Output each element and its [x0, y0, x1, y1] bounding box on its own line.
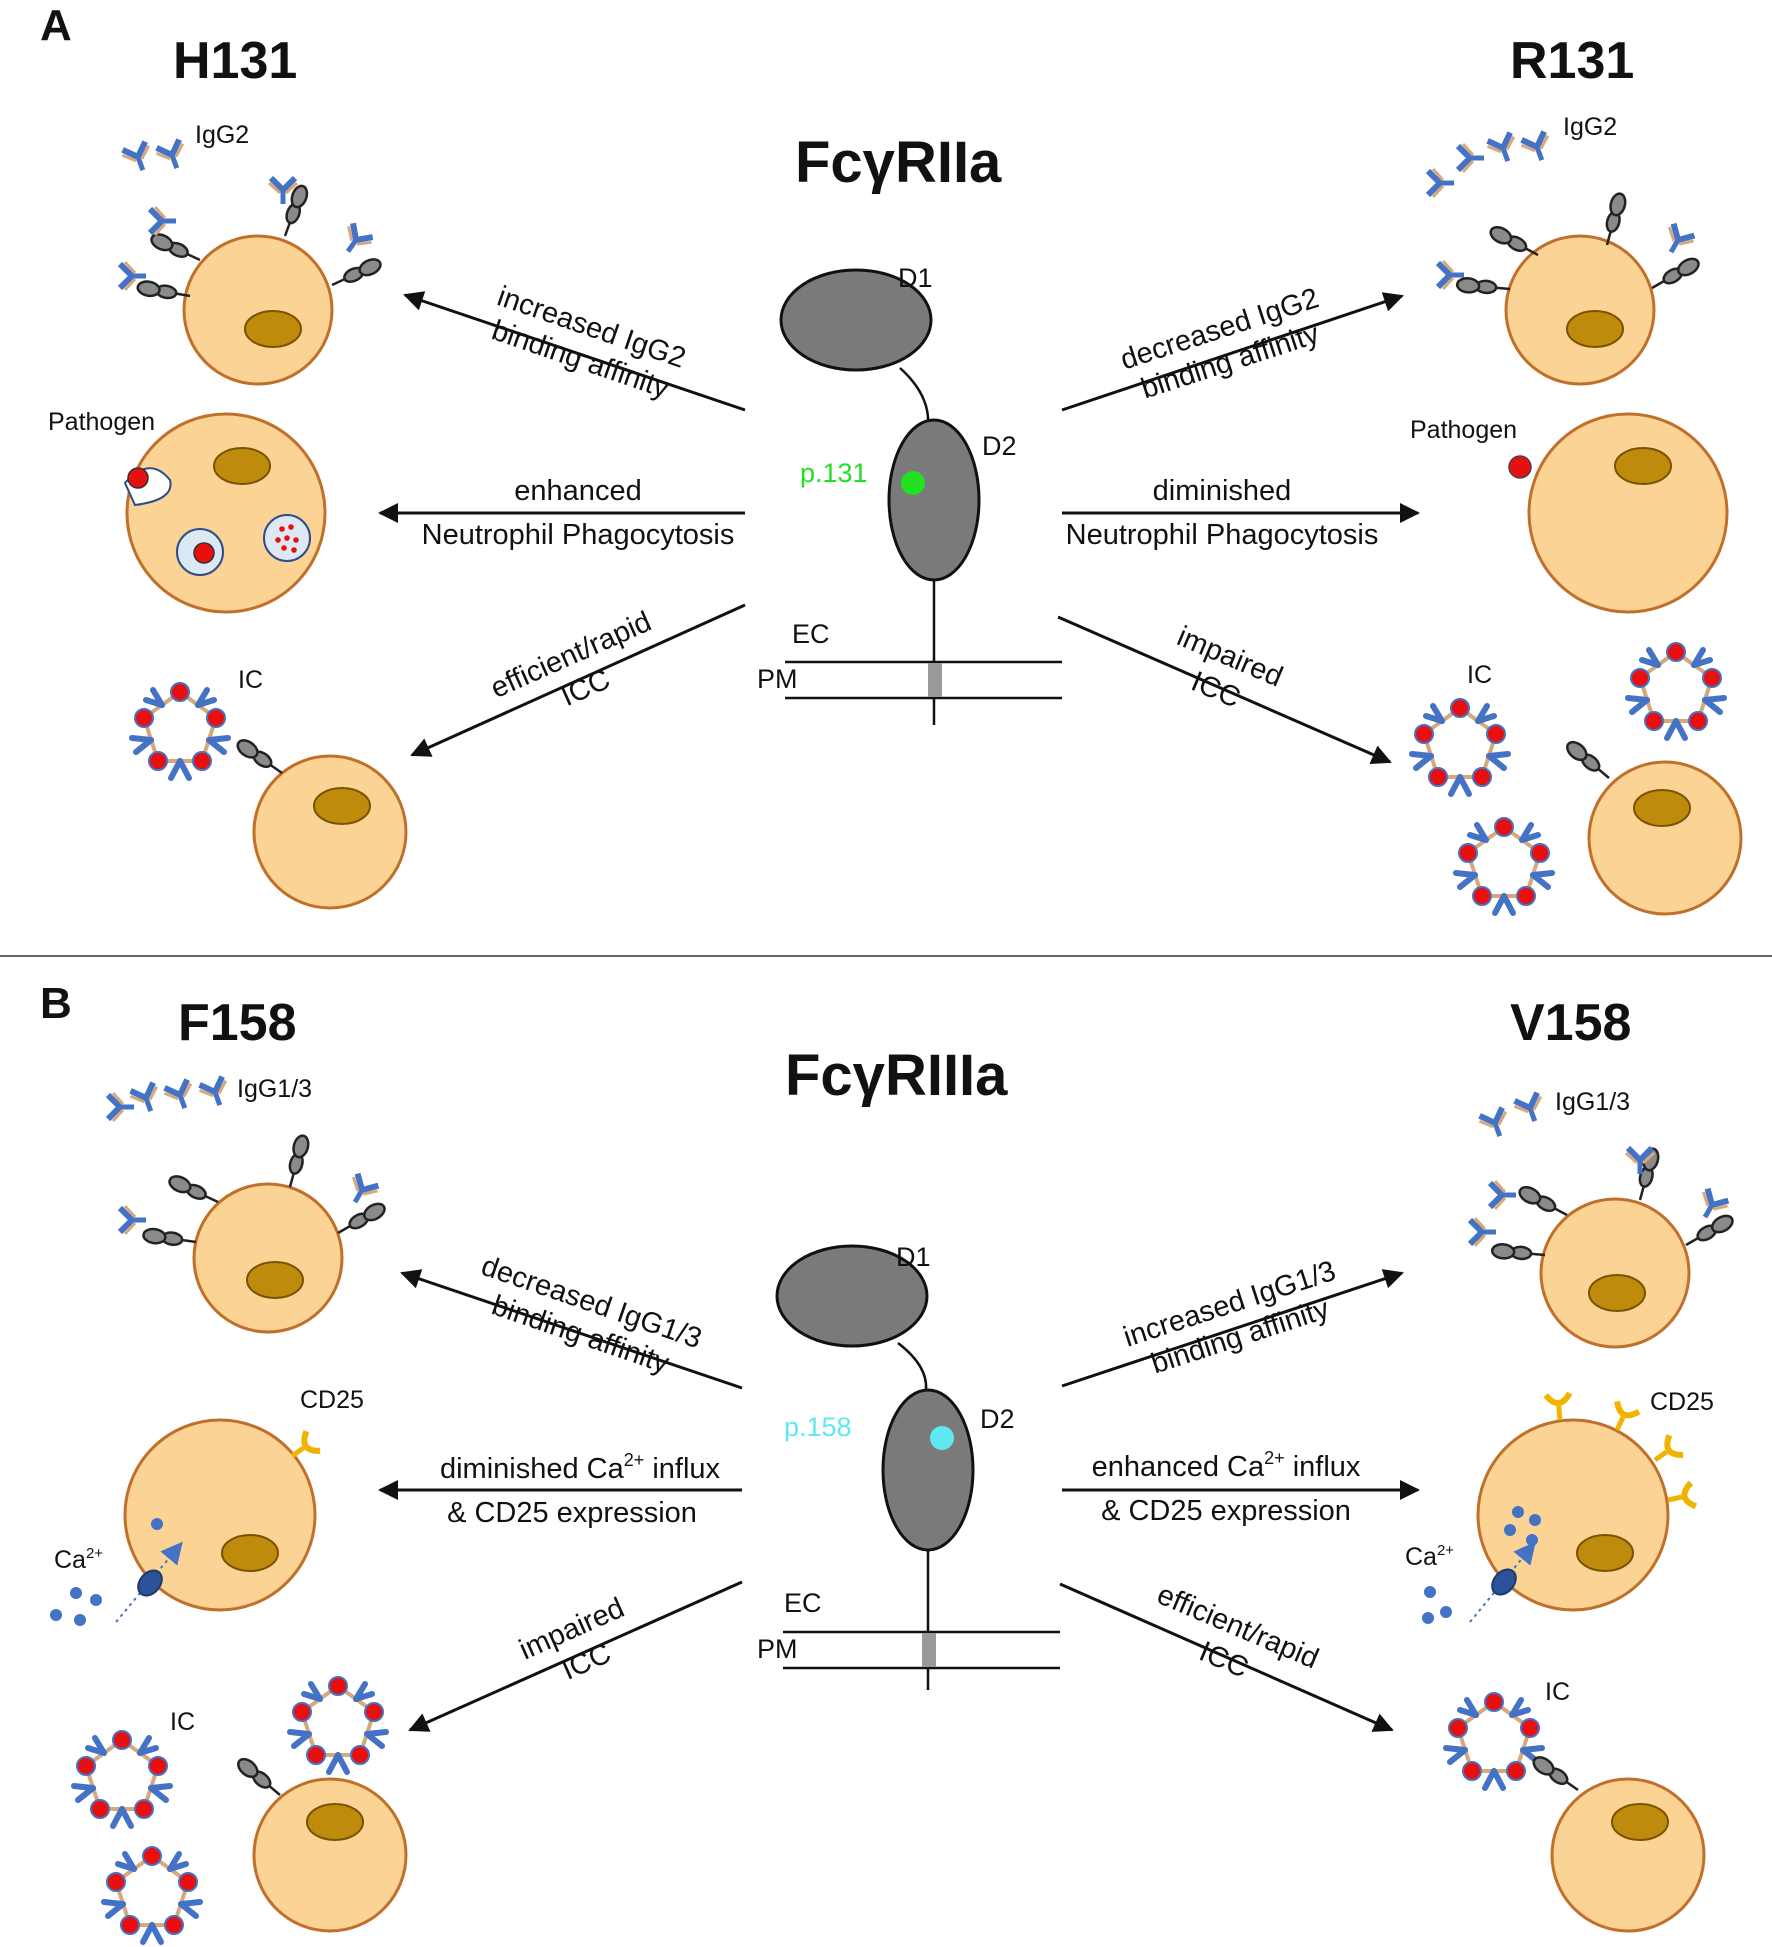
- d1-domain-b: [775, 1244, 929, 1348]
- svg-text:IC: IC: [1467, 661, 1492, 689]
- d1-domain: [779, 268, 933, 372]
- label-b-right-2b: & CD25 expression: [1101, 1495, 1351, 1527]
- v158-cd25-cell: CD25 Ca2+: [1405, 1388, 1714, 1624]
- d1-label-b: D1: [896, 1242, 931, 1272]
- d1-label: D1: [898, 263, 933, 293]
- arrow-b-right-1: [1061, 1269, 1404, 1388]
- label-a-right-1: decreased IgG2 binding affinity: [1117, 282, 1324, 405]
- ec-label-b: EC: [784, 1588, 822, 1618]
- panel-a-letter: A: [40, 1, 72, 50]
- p158-site: [930, 1426, 954, 1450]
- h131-igg2-cell: IgG2: [120, 121, 385, 386]
- label-a-right-2a: diminished: [1153, 475, 1292, 507]
- panel-b: B F158 V158 FcγRIIIa D1 D2 p.158 EC PM d…: [40, 979, 1737, 1942]
- p131-label: p.131: [800, 458, 868, 488]
- svg-text:Ca2+: Ca2+: [1405, 1542, 1454, 1571]
- v158-ic-cell: IC: [1446, 1678, 1706, 1933]
- label-a-right-3: impaired ICC: [1172, 621, 1287, 715]
- svg-text:Pathogen: Pathogen: [1410, 416, 1517, 444]
- svg-text:IgG1/3: IgG1/3: [237, 1075, 312, 1103]
- label-b-left-2a: diminished Ca2+ influx: [440, 1450, 721, 1485]
- v158-igg-cell: IgG1/3: [1470, 1088, 1737, 1349]
- label-b-right-1: increased IgG1/3 binding affinity: [1120, 1255, 1340, 1380]
- label-b-left-1: decreased IgG1/3 binding affinity: [477, 1250, 705, 1380]
- label-a-left-3: efficient/rapid ICC: [486, 606, 656, 713]
- fcgriia-title: FcγRIIa: [795, 130, 1002, 195]
- d2-domain-b: [881, 1388, 975, 1552]
- pm-label: PM: [757, 664, 798, 694]
- p131-site: [901, 471, 925, 495]
- svg-text:IC: IC: [1545, 1678, 1570, 1706]
- p158-label: p.158: [784, 1412, 852, 1442]
- svg-text:IgG2: IgG2: [195, 121, 249, 149]
- h131-ic-cell: IC: [132, 666, 408, 910]
- d2-label-b: D2: [980, 1404, 1015, 1434]
- label-b-left-2b: & CD25 expression: [447, 1497, 697, 1529]
- d2-domain: [887, 418, 981, 582]
- svg-text:IC: IC: [238, 666, 263, 694]
- h131-phagocyte: Pathogen: [48, 408, 327, 614]
- panel-a: A H131 R131 FcγRIIa D1 D2 p.131 EC PM in…: [40, 1, 1743, 914]
- arrow-b-right-3: [1059, 1582, 1394, 1732]
- h131-label: H131: [173, 32, 297, 90]
- label-b-right-2a: enhanced Ca2+ influx: [1092, 1448, 1361, 1483]
- ec-label: EC: [792, 619, 830, 649]
- svg-text:Pathogen: Pathogen: [48, 408, 155, 436]
- r131-igg2-cell: IgG2: [1428, 113, 1703, 386]
- arrow-a-left-3: [410, 603, 746, 757]
- r131-ic-cell: IC: [1412, 643, 1743, 914]
- r131-phagocyte: Pathogen: [1410, 412, 1729, 614]
- pm-label-b: PM: [757, 1634, 798, 1664]
- label-a-left-2b: Neutrophil Phagocytosis: [422, 519, 735, 551]
- label-b-left-3: impaired ICC: [515, 1592, 630, 1687]
- v158-label: V158: [1510, 994, 1631, 1052]
- f158-label: F158: [178, 994, 297, 1052]
- arrow-a-right-1: [1061, 292, 1404, 412]
- svg-text:Ca2+: Ca2+: [54, 1545, 103, 1574]
- panel-b-letter: B: [40, 979, 72, 1028]
- f158-igg-cell: IgG1/3: [108, 1075, 389, 1334]
- arrow-a-left-1: [403, 291, 746, 412]
- svg-text:IC: IC: [170, 1708, 195, 1736]
- label-a-left-2a: enhanced: [514, 475, 641, 507]
- fcgriiia-title: FcγRIIIa: [785, 1043, 1008, 1108]
- svg-text:CD25: CD25: [300, 1386, 364, 1414]
- fcgriia-receptor: [779, 268, 1062, 725]
- label-a-right-2b: Neutrophil Phagocytosis: [1066, 519, 1379, 551]
- svg-text:CD25: CD25: [1650, 1388, 1714, 1416]
- fcgriiia-receptor: [775, 1244, 1060, 1690]
- f158-cd25-cell: CD25 Ca2+: [50, 1386, 364, 1626]
- label-a-left-1: increased IgG2 binding affinity: [488, 280, 690, 405]
- r131-label: R131: [1510, 32, 1634, 90]
- arrow-a-right-3: [1057, 615, 1392, 764]
- svg-text:IgG1/3: IgG1/3: [1555, 1088, 1630, 1116]
- d2-label: D2: [982, 431, 1017, 461]
- arrow-b-left-1: [400, 1269, 743, 1390]
- f158-ic-cell: IC: [74, 1677, 408, 1942]
- arrow-b-left-3: [408, 1580, 743, 1732]
- svg-text:IgG2: IgG2: [1563, 113, 1617, 141]
